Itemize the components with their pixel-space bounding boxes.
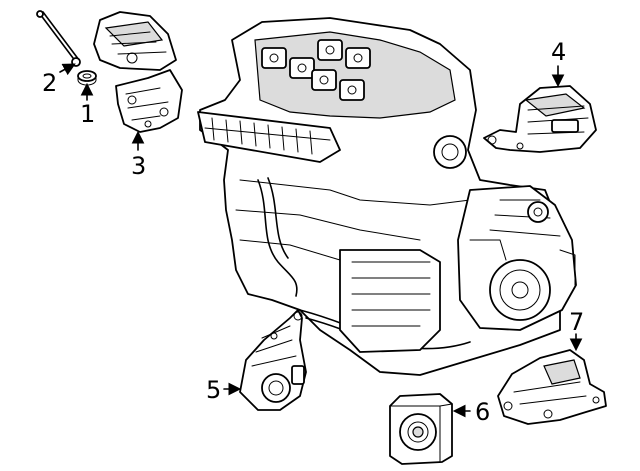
callout-7: 7 <box>569 308 584 336</box>
callout-2: 2 <box>42 69 57 97</box>
intake-manifold <box>197 111 341 163</box>
callout-3: 3 <box>131 152 146 180</box>
part-5-mount <box>239 309 307 411</box>
callout-labels: 2 1 3 4 5 6 7 <box>42 38 584 426</box>
part-6-mount <box>389 393 453 465</box>
part-7-mount <box>497 349 607 425</box>
upper-engine-mount <box>93 11 177 71</box>
part-4-mount <box>483 85 597 153</box>
callout-leaders <box>59 63 583 418</box>
leader-2 <box>59 63 76 76</box>
callout-1: 1 <box>80 100 95 128</box>
pulley-upper <box>433 135 467 169</box>
part-2-strap <box>36 10 81 67</box>
callout-5: 5 <box>206 376 221 404</box>
ignition-coils <box>261 39 371 101</box>
engine-assembly <box>197 17 577 376</box>
callout-4: 4 <box>551 38 566 66</box>
part-1-bushing <box>77 70 97 86</box>
part-3-bracket <box>115 69 183 133</box>
callout-6: 6 <box>475 398 490 426</box>
